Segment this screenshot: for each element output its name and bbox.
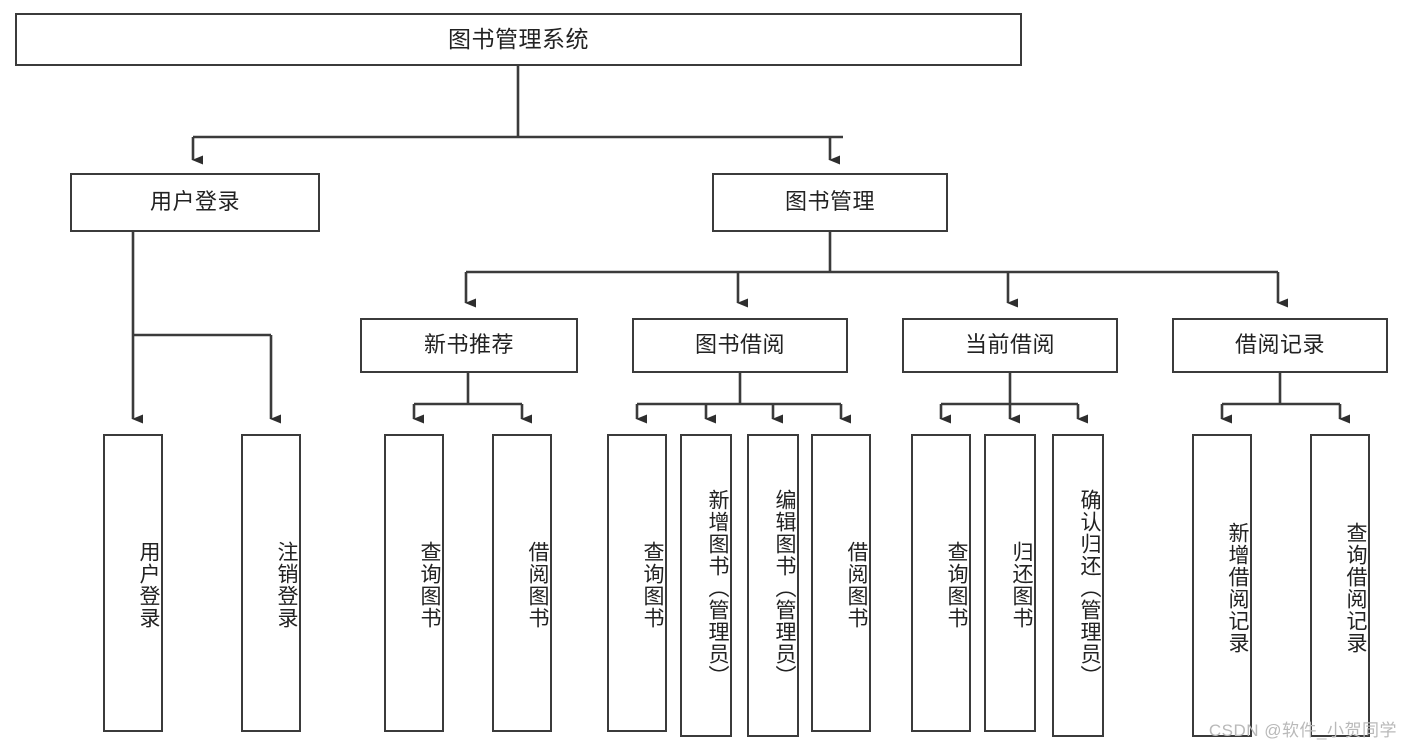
node-current-borrow[interactable]: 当前借阅 [902,318,1118,373]
leaf-add-record-label: 新增借阅记录 [1226,521,1249,654]
node-book-borrow-label: 图书借阅 [694,332,785,358]
node-user-login[interactable]: 用户登录 [70,173,320,232]
leaf-query-book-3[interactable]: 查询图书 [911,434,971,732]
leaf-logout-label: 注销登录 [275,541,298,629]
leaf-logout[interactable]: 注销登录 [241,434,301,732]
leaf-edit-book-label: 编辑图书（管理员） [773,488,796,687]
leaf-borrow-book-2[interactable]: 借阅图书 [811,434,871,732]
leaf-query-book-2-label: 查询图书 [641,541,664,629]
node-root-label: 图书管理系统 [448,25,589,52]
node-borrow-record-label: 借阅记录 [1234,332,1325,358]
node-current-borrow-label: 当前借阅 [964,332,1055,358]
leaf-query-record-label: 查询借阅记录 [1344,521,1367,654]
leaf-user-login[interactable]: 用户登录 [103,434,163,732]
leaf-query-book-2[interactable]: 查询图书 [607,434,667,732]
leaf-borrow-book-1-label: 借阅图书 [526,541,549,629]
leaf-borrow-book-1[interactable]: 借阅图书 [492,434,552,732]
leaf-confirm-return[interactable]: 确认归还（管理员） [1052,434,1104,737]
leaf-borrow-book-2-label: 借阅图书 [845,541,868,629]
leaf-return-book-label: 归还图书 [1010,541,1033,629]
leaf-query-book-1[interactable]: 查询图书 [384,434,444,732]
node-root[interactable]: 图书管理系统 [15,13,1022,66]
leaf-query-book-3-label: 查询图书 [945,541,968,629]
node-book-manage[interactable]: 图书管理 [712,173,948,232]
leaf-confirm-return-label: 确认归还（管理员） [1078,488,1101,687]
leaf-add-book[interactable]: 新增图书（管理员） [680,434,732,737]
node-book-manage-label: 图书管理 [784,189,875,215]
leaf-edit-book[interactable]: 编辑图书（管理员） [747,434,799,737]
node-borrow-record[interactable]: 借阅记录 [1172,318,1388,373]
watermark: CSDN @软件_小贺同学 [1208,721,1397,740]
node-new-book-rec[interactable]: 新书推荐 [360,318,578,373]
leaf-add-record[interactable]: 新增借阅记录 [1192,434,1252,737]
leaf-user-login-label: 用户登录 [137,541,160,629]
leaf-add-book-label: 新增图书（管理员） [706,488,729,687]
leaf-return-book[interactable]: 归还图书 [984,434,1036,732]
node-new-book-rec-label: 新书推荐 [423,332,514,358]
node-book-borrow[interactable]: 图书借阅 [632,318,848,373]
leaf-query-record[interactable]: 查询借阅记录 [1310,434,1370,737]
leaf-query-book-1-label: 查询图书 [418,541,441,629]
node-user-login-label: 用户登录 [149,189,240,215]
